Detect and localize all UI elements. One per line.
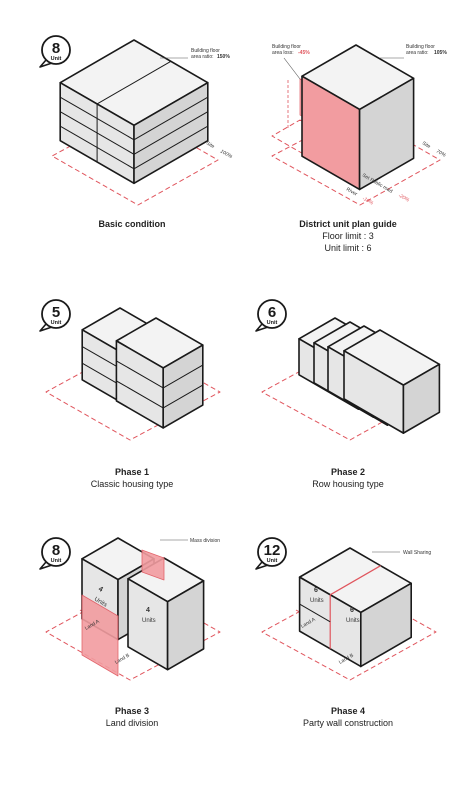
phase3-mass-right-right-face <box>166 580 205 671</box>
phase1-front-floor-line-right <box>162 384 204 409</box>
phase4-badge-circle <box>257 537 287 567</box>
phase4-units-left-number: 6 <box>314 587 318 594</box>
basic-far-label-1: Building floor <box>191 48 220 54</box>
district-river-value: -10% <box>361 196 375 207</box>
phase1-front-floor-line-left <box>116 360 164 389</box>
phase1-front-floor-line-right <box>162 364 204 389</box>
basic-floor-line-right <box>133 111 209 155</box>
district-loss-label-1: Building floor <box>272 44 301 50</box>
caption-phase4-subtitle: Party wall construction <box>302 718 394 728</box>
phase4-wall-sharing-label: Wall Sharing <box>403 550 431 556</box>
caption-phase4-title: Phase 4 <box>330 706 366 716</box>
phase4-units-right-number: 6 <box>350 607 354 614</box>
phase1-badge-circle <box>41 299 71 329</box>
caption-phase2-title: Phase 2 <box>330 467 366 477</box>
caption-district-line-1: Floor limit : 3 <box>322 231 374 241</box>
basic-site-label: Site <box>205 141 216 151</box>
phase3-units-right-number: 4 <box>146 607 150 614</box>
caption-district: District unit plan guide Floor limit : 3… <box>248 218 448 254</box>
caption-phase3-subtitle: Land division <box>105 718 159 728</box>
basic-floor-line-right <box>133 125 209 170</box>
phase2-row-house-4-right-face <box>402 363 441 434</box>
caption-phase4: Phase 4 Party wall construction <box>248 705 448 729</box>
phase4-units-left-label: Units <box>310 598 324 604</box>
caption-phase2: Phase 2 Row housing type <box>248 466 448 490</box>
basic-badge-unit: Unit <box>51 56 62 62</box>
caption-district-title: District unit plan guide <box>299 219 397 229</box>
caption-district-line-2: Unit limit : 6 <box>324 243 372 253</box>
phase2-badge-circle <box>257 299 287 329</box>
district-far-label-1: Building floor <box>406 44 435 50</box>
district-mass-right-face <box>358 77 415 191</box>
caption-phase3: Phase 3 Land division <box>32 705 232 729</box>
phase3-units-right-label: Units <box>142 618 156 624</box>
caption-phase3-title: Phase 3 <box>114 706 150 716</box>
district-loss-label-2: area loss: <box>272 50 294 56</box>
district-site-value: 70% <box>435 149 447 159</box>
phase1-back-floor-line <box>81 346 121 369</box>
district-river-label: River <box>345 187 358 198</box>
phase3-mass-division-face <box>141 549 165 581</box>
caption-phase2-subtitle: Row housing type <box>312 479 384 489</box>
district-loss-value: -45% <box>298 50 310 56</box>
phase3-badge-circle <box>41 537 71 567</box>
district-road-value: -20% <box>397 193 411 204</box>
district-loss-leader <box>283 57 301 80</box>
basic-far-value: 150% <box>217 54 230 60</box>
phase4-units-right-label: Units <box>346 618 360 624</box>
phase3-units-left-number: 4 <box>97 586 104 594</box>
phase3-badge-unit: Unit <box>51 558 62 564</box>
phase4-shared-wall-top <box>329 565 381 596</box>
caption-phase1: Phase 1 Classic housing type <box>32 466 232 490</box>
phase3-mass-division-label: Mass division <box>190 538 220 544</box>
phase4-floor-line <box>299 603 331 623</box>
district-far-label-2: area ratio: <box>406 50 429 56</box>
phase3-badge-number: 8 <box>52 542 60 559</box>
caption-basic: Basic condition <box>32 218 232 230</box>
caption-phase1-subtitle: Classic housing type <box>90 479 174 489</box>
phase2-badge-number: 6 <box>268 304 276 321</box>
basic-site-value: 100% <box>219 149 234 161</box>
phase1-badge-unit: Unit <box>51 320 62 326</box>
basic-far-label-2: area ratio: <box>191 54 214 60</box>
district-far-value: 105% <box>434 50 447 56</box>
phase1-front-floor-line-left <box>116 380 164 409</box>
phase2-badge-unit: Unit <box>267 320 278 326</box>
caption-phase1-title: Phase 1 <box>114 467 150 477</box>
phase1-back-floor-line <box>81 362 121 386</box>
basic-floor-line-right <box>133 96 209 141</box>
basic-split-line-top <box>96 60 172 105</box>
phase4-badge-unit: Unit <box>267 558 278 564</box>
caption-basic-title: Basic condition <box>98 219 166 229</box>
district-site-label: Site <box>421 141 432 151</box>
phase4-mass-right-face <box>359 582 413 668</box>
basic-badge-circle <box>41 35 71 65</box>
phase3-cut-face <box>81 594 119 677</box>
phase4-badge-number: 12 <box>264 542 281 559</box>
phase1-badge-number: 5 <box>52 304 60 321</box>
basic-badge-number: 8 <box>52 40 60 57</box>
